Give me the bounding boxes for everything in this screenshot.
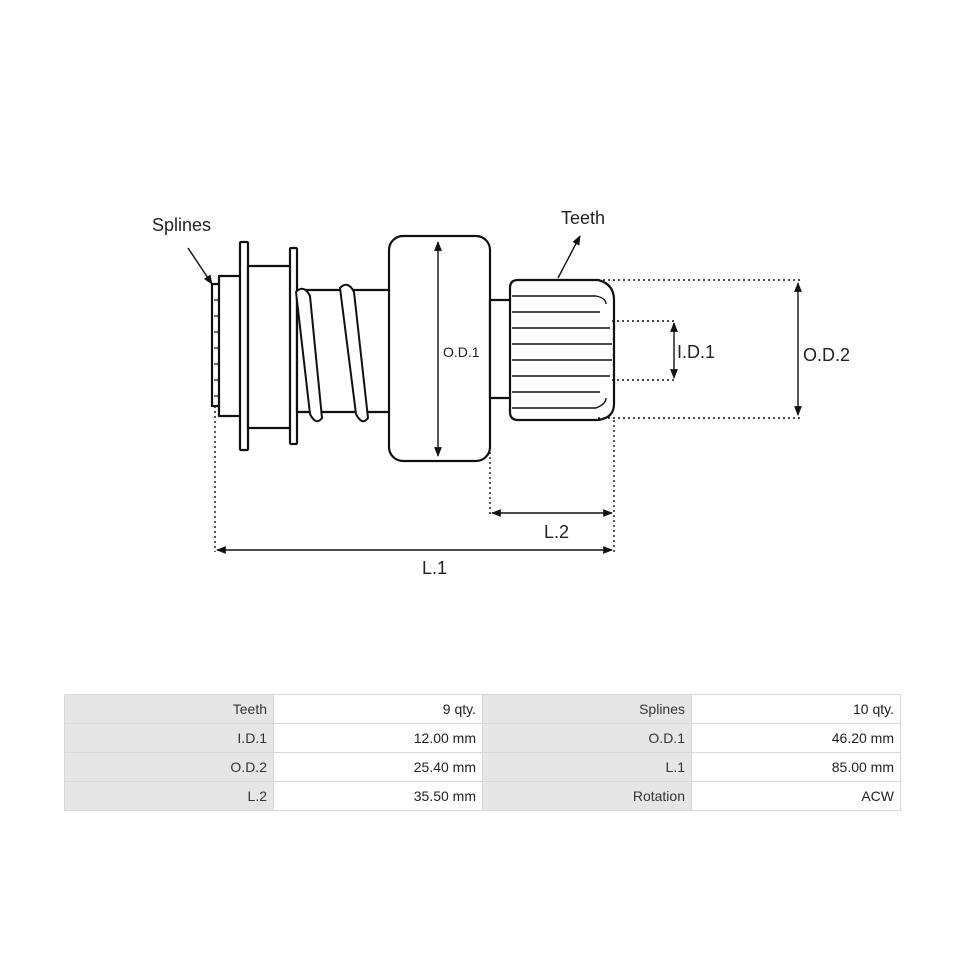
table-row: O.D.2 25.40 mm L.1 85.00 mm (64, 752, 901, 782)
od1-label: O.D.1 (443, 344, 480, 360)
spec-value-l1: 85.00 mm (691, 752, 901, 782)
starter-drive-part (210, 234, 616, 463)
splines-leader (187, 247, 213, 285)
spec-label-splines: Splines (482, 694, 692, 724)
spring-coils (295, 283, 369, 423)
teeth-leader (557, 235, 581, 279)
spec-label-l1: L.1 (482, 752, 692, 782)
table-row: I.D.1 12.00 mm O.D.1 46.20 mm (64, 723, 901, 753)
pinion-neck (488, 298, 514, 400)
spec-value-rotation: ACW (691, 781, 901, 811)
spec-label-od2: O.D.2 (64, 752, 274, 782)
dimension-lines (187, 235, 802, 554)
collar-with-flanges (238, 240, 299, 452)
spec-label-l2: L.2 (64, 781, 274, 811)
spec-label-od1: O.D.1 (482, 723, 692, 753)
teeth-label: Teeth (561, 208, 605, 228)
id1-label: I.D.1 (677, 342, 715, 362)
splines-end (210, 274, 245, 418)
starter-drive-diagram: Splines Teeth O.D.1 I.D.1 O.D.2 L.2 L.1 (152, 208, 850, 578)
spec-value-id1: 12.00 mm (273, 723, 483, 753)
l2-label: L.2 (544, 522, 569, 542)
spec-value-od1: 46.20 mm (691, 723, 901, 753)
table-row: L.2 35.50 mm Rotation ACW (64, 781, 901, 811)
spec-value-splines: 10 qty. (691, 694, 901, 724)
spec-value-teeth: 9 qty. (273, 694, 483, 724)
spec-value-od2: 25.40 mm (273, 752, 483, 782)
splines-label: Splines (152, 215, 211, 235)
spec-label-rotation: Rotation (482, 781, 692, 811)
spec-value-l2: 35.50 mm (273, 781, 483, 811)
specifications-table: Teeth 9 qty. Splines 10 qty. I.D.1 12.00… (64, 694, 901, 811)
od2-label: O.D.2 (803, 345, 850, 365)
spec-label-id1: I.D.1 (64, 723, 274, 753)
l1-label: L.1 (422, 558, 447, 578)
table-row: Teeth 9 qty. Splines 10 qty. (64, 694, 901, 724)
gear-teeth (508, 278, 616, 422)
spec-label-teeth: Teeth (64, 694, 274, 724)
